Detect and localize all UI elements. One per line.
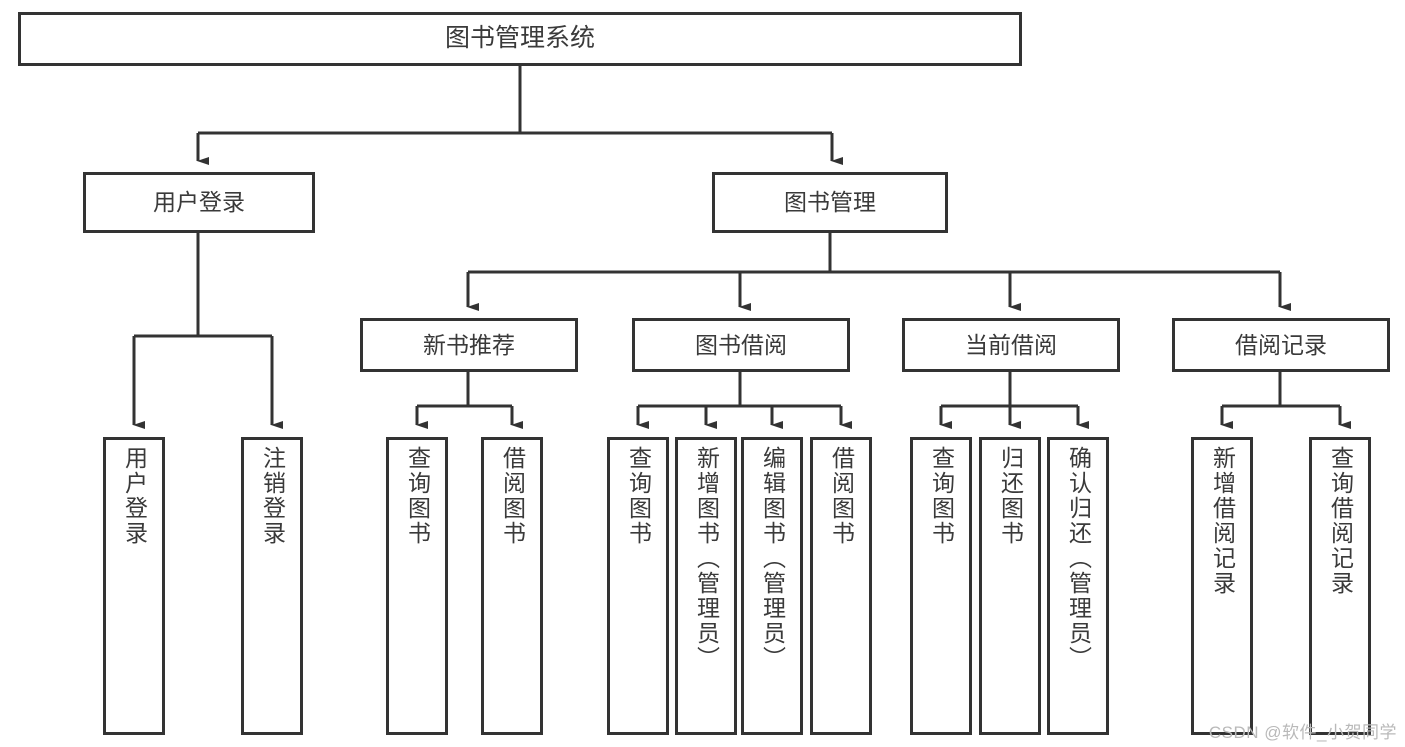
node-label: 查询图书: [625, 446, 652, 546]
node-label: 查询借阅记录: [1327, 446, 1354, 596]
node-label: 借阅记录: [1235, 331, 1327, 358]
node-label: 编辑图书（管理员）: [759, 446, 786, 671]
node-label: 归还图书: [997, 446, 1024, 546]
csdn-watermark: CSDN @软件_小贺同学: [1208, 723, 1397, 742]
node-label: 查询图书: [404, 446, 431, 546]
node-current-borrow[interactable]: 当前借阅: [902, 318, 1120, 372]
leaf-confirm-return-admin[interactable]: 确认归还（管理员）: [1047, 437, 1109, 735]
leaf-add-book-admin[interactable]: 新增图书（管理员）: [675, 437, 737, 735]
leaf-query-borrow-record[interactable]: 查询借阅记录: [1309, 437, 1371, 735]
node-root-system[interactable]: 图书管理系统: [18, 12, 1022, 66]
node-book-management[interactable]: 图书管理: [712, 172, 948, 233]
node-label: 新增图书（管理员）: [693, 446, 720, 671]
leaf-user-login[interactable]: 用户登录: [103, 437, 165, 735]
node-label: 确认归还（管理员）: [1065, 446, 1092, 671]
leaf-query-book-recommend[interactable]: 查询图书: [386, 437, 448, 735]
leaf-query-book-current[interactable]: 查询图书: [910, 437, 972, 735]
node-label: 查询图书: [928, 446, 955, 546]
node-label: 图书借阅: [695, 331, 787, 358]
node-label: 新书推荐: [423, 331, 515, 358]
leaf-edit-book-admin[interactable]: 编辑图书（管理员）: [741, 437, 803, 735]
leaf-query-book-borrow[interactable]: 查询图书: [607, 437, 669, 735]
leaf-borrow-book[interactable]: 借阅图书: [810, 437, 872, 735]
node-label: 图书管理: [784, 189, 876, 216]
leaf-logout[interactable]: 注销登录: [241, 437, 303, 735]
node-label: 当前借阅: [965, 331, 1057, 358]
leaf-borrow-book-recommend[interactable]: 借阅图书: [481, 437, 543, 735]
leaf-return-book[interactable]: 归还图书: [979, 437, 1041, 735]
node-label: 新增借阅记录: [1209, 446, 1236, 596]
node-new-book-recommend[interactable]: 新书推荐: [360, 318, 578, 372]
node-label: 用户登录: [121, 446, 148, 546]
leaf-add-borrow-record[interactable]: 新增借阅记录: [1191, 437, 1253, 735]
node-label: 借阅图书: [499, 446, 526, 546]
node-book-borrow[interactable]: 图书借阅: [632, 318, 850, 372]
node-label: 图书管理系统: [444, 24, 595, 53]
node-label: 用户登录: [153, 189, 245, 216]
node-user-login[interactable]: 用户登录: [83, 172, 315, 233]
node-borrow-record[interactable]: 借阅记录: [1172, 318, 1390, 372]
node-label: 借阅图书: [828, 446, 855, 546]
node-label: 注销登录: [259, 446, 286, 546]
